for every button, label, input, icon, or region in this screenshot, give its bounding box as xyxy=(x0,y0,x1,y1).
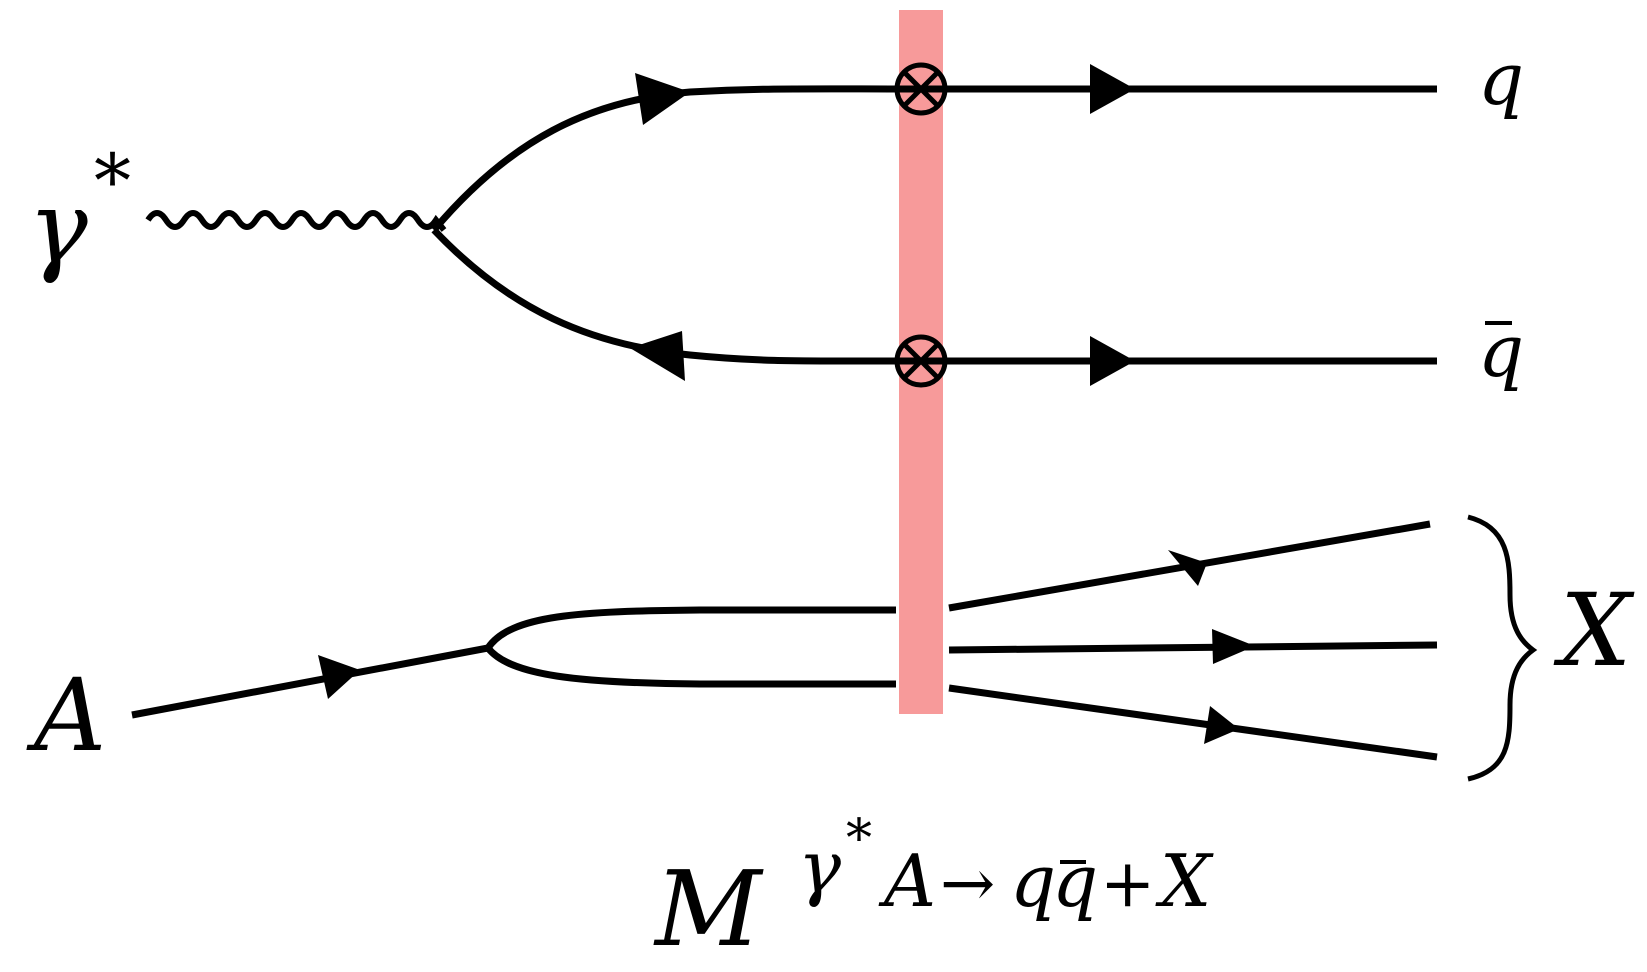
quark-label: q xyxy=(1478,37,1524,121)
circle-times-icon xyxy=(894,334,948,388)
amp-qbar: q xyxy=(1052,839,1098,923)
amplitude-label: M γ * A → q q + X xyxy=(653,809,1214,970)
antiquark-arrow-2 xyxy=(1090,336,1135,386)
photon-line xyxy=(145,210,447,232)
nucleus-lower-line xyxy=(485,645,896,688)
photon-star-label: * xyxy=(94,139,131,225)
amp-gamma: γ xyxy=(798,825,842,909)
amp-a: A xyxy=(878,839,936,923)
x-arrow-bottom xyxy=(1204,706,1239,744)
circle-times-icon xyxy=(894,62,948,116)
antiquark-arrow-1 xyxy=(630,331,685,381)
amp-q: q xyxy=(1010,839,1056,923)
photon-label: γ xyxy=(28,169,88,286)
curly-brace xyxy=(1467,514,1538,782)
amp-star: * xyxy=(846,809,872,869)
nucleus-arrow xyxy=(318,655,360,699)
x-arrow-mid xyxy=(1212,629,1255,664)
x-arrow-top xyxy=(1168,550,1207,586)
amp-arrow: → xyxy=(940,845,995,922)
nucleus-upper-line xyxy=(485,606,896,651)
nucleus-line xyxy=(131,644,489,719)
x-line-mid xyxy=(948,641,1438,654)
amp-m-symbol: M xyxy=(653,848,764,970)
nucleus-label: A xyxy=(26,657,106,774)
quark-arrow-1 xyxy=(635,73,690,125)
final-state-label: X xyxy=(1553,572,1635,689)
antiquark-line xyxy=(431,227,1437,365)
x-line-bottom xyxy=(948,684,1438,761)
amp-plus: + xyxy=(1100,845,1155,922)
quark-arrow-2 xyxy=(1090,64,1135,114)
amp-x: X xyxy=(1155,839,1214,923)
